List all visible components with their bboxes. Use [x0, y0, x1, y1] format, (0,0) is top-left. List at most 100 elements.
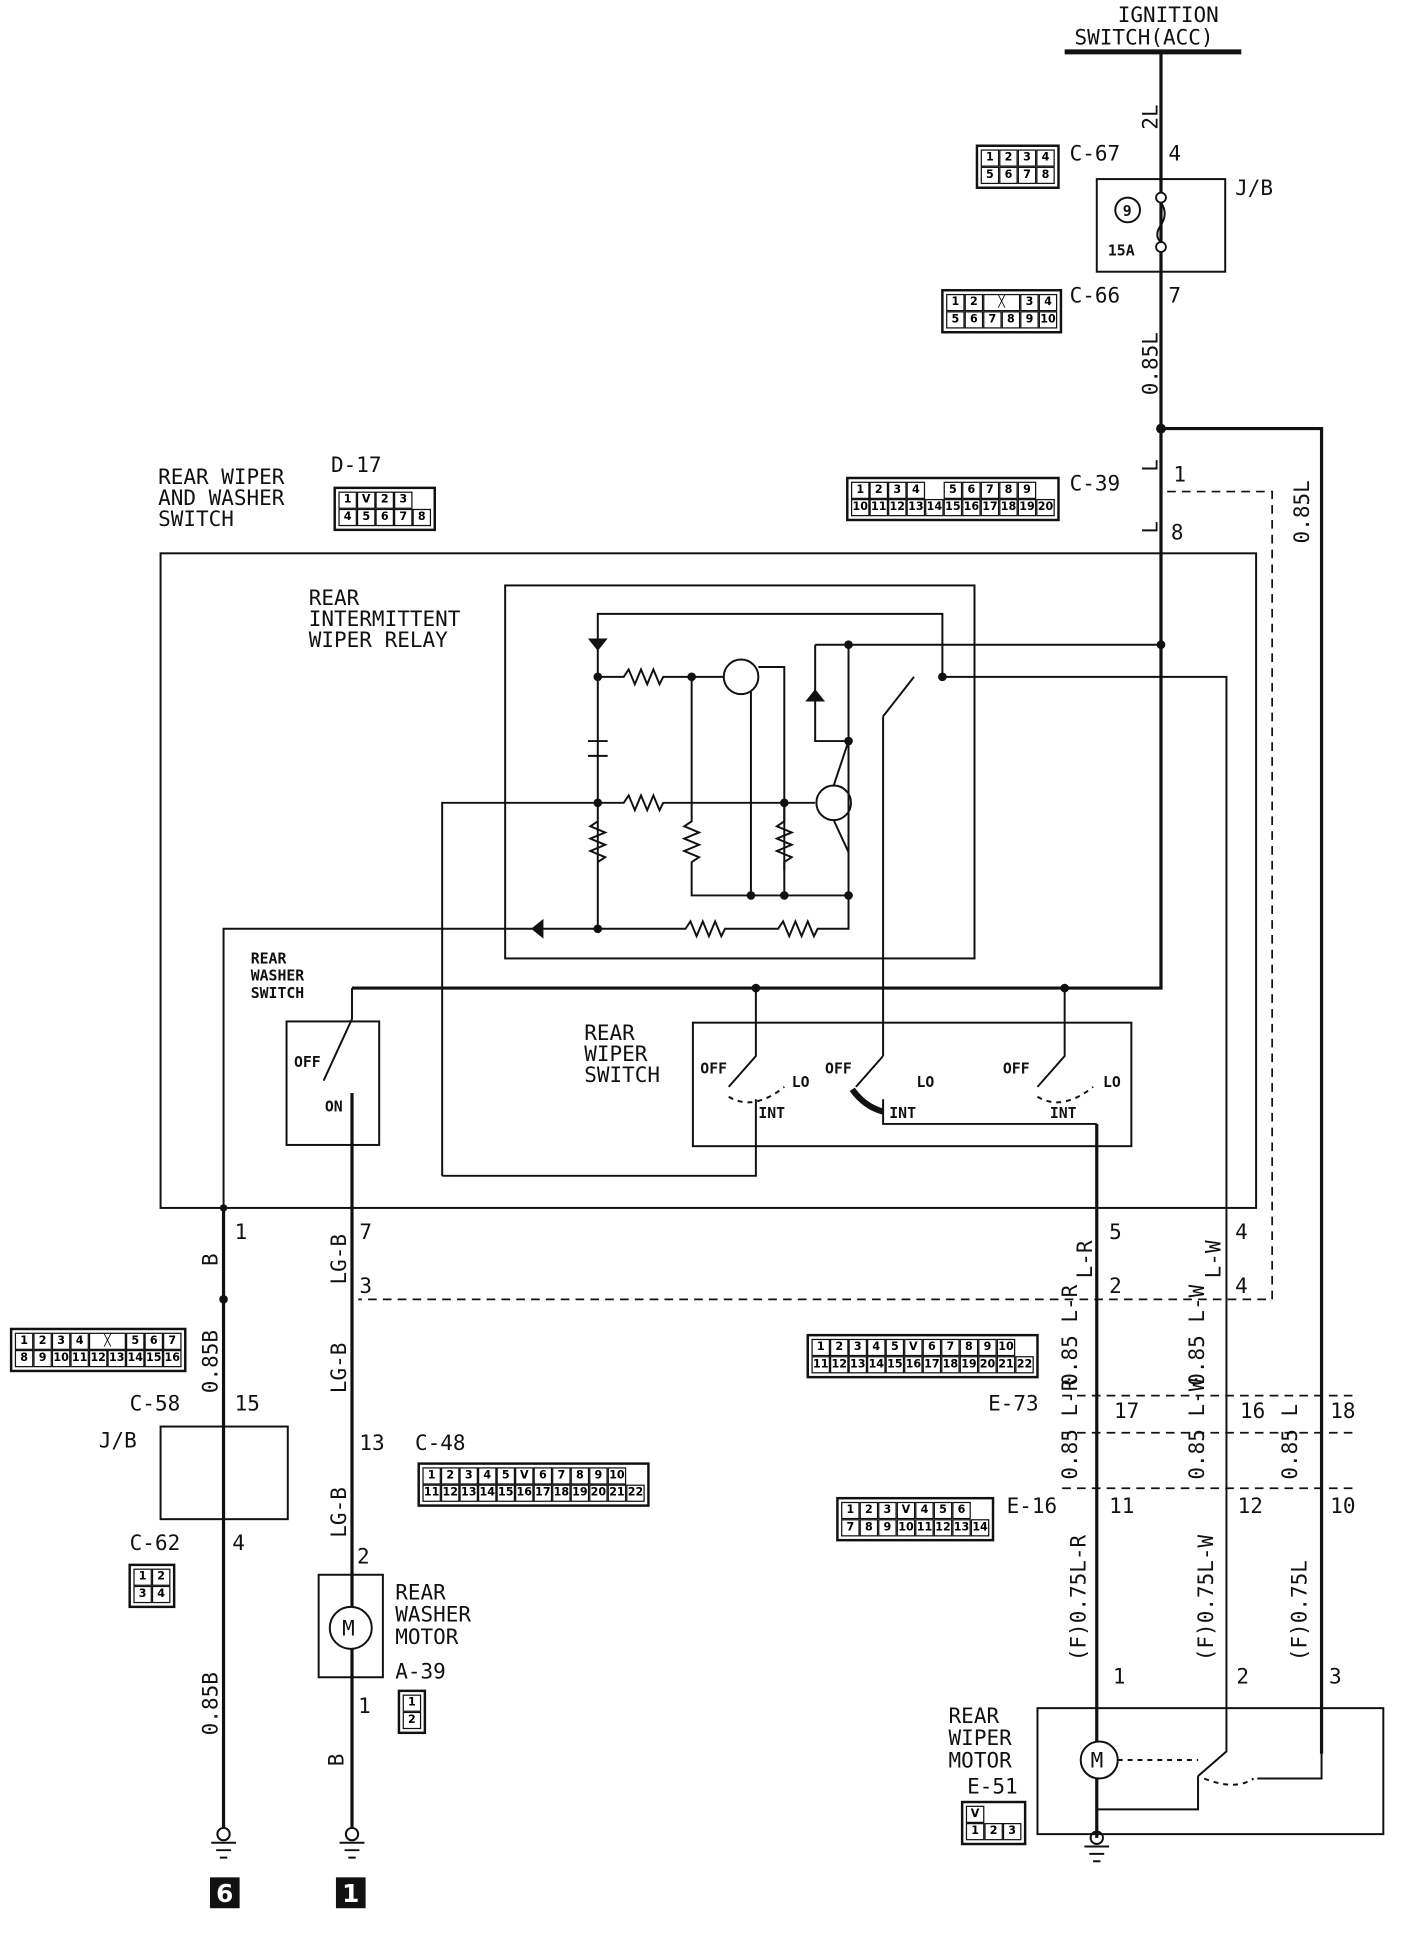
connector-label: E-16 [1007, 1494, 1058, 1518]
connector-pin: 2 [869, 481, 889, 499]
connector-lock-mark: V [515, 1467, 534, 1485]
ignition-label: IGNITION [1118, 3, 1219, 27]
motor-icon [328, 1605, 373, 1650]
connector-pin: 18 [552, 1484, 571, 1502]
motor-symbol: M [342, 1616, 355, 1640]
pin: 1 [235, 1220, 248, 1244]
wire-label: 0.85L [1290, 480, 1314, 543]
connector-pin: 9 [1020, 311, 1039, 329]
connector-pin: 2 [151, 1568, 171, 1586]
connector-pin: 5 [943, 481, 963, 499]
wiper-motor-box [1036, 1707, 1385, 1836]
wire-label: (F)0.75L-W [1194, 1535, 1218, 1662]
connector-pin: 4 [906, 481, 926, 499]
pin: 10 [1330, 1494, 1355, 1518]
connector-pin: 3 [848, 1338, 868, 1357]
connector-pin: 16 [163, 1349, 182, 1368]
wiper-switch-label: SWITCH [584, 1063, 660, 1087]
shield-dashed-line [358, 490, 1274, 1301]
connector-pin: 1 [850, 481, 870, 499]
connector-pin: 11 [422, 1484, 441, 1502]
connector-pin: 3 [878, 1501, 897, 1520]
connector-pin: 6 [952, 1501, 971, 1520]
pin: 13 [359, 1431, 384, 1455]
connector-pin: 19 [570, 1484, 590, 1502]
switch-position-int: INT [1050, 1105, 1077, 1122]
pin: 15 [235, 1391, 260, 1415]
connector-pin: 15 [496, 1484, 516, 1502]
wiper-switch-label: WIPER [584, 1042, 648, 1066]
connector-pin: 10 [607, 1467, 627, 1485]
connector-pin: 14 [125, 1349, 145, 1368]
fuse-element [1156, 202, 1166, 243]
pin: 7 [1168, 284, 1181, 308]
wire-label: 0.85B [198, 1672, 222, 1735]
switch-position-off: OFF [825, 1060, 852, 1077]
connector-pin: 18 [999, 498, 1018, 517]
washer-motor-label: WASHER [395, 1603, 471, 1627]
connector-pin: 7 [163, 1332, 182, 1350]
connector-label: E-73 [988, 1391, 1039, 1415]
connector-pin: 6 [964, 311, 984, 329]
connector-pin: 12 [829, 1356, 849, 1374]
wiper-motor-label: REAR [949, 1704, 1000, 1728]
switch-position-int: INT [889, 1105, 916, 1122]
connector-pin: 10 [1038, 311, 1058, 329]
connector-pin: 5 [356, 508, 376, 527]
connector-lock-mark: V [904, 1338, 923, 1357]
switch-position-lo: LO [916, 1074, 934, 1091]
pin: 4 [1168, 142, 1181, 166]
connector-pin: 2 [402, 1711, 422, 1730]
wire-label: LG-B [327, 1487, 351, 1538]
connector-pin: 5 [496, 1467, 516, 1485]
connector-pin: 6 [962, 481, 981, 499]
wire-label: L [1138, 459, 1162, 472]
connector-pin: 1 [946, 293, 965, 312]
pin: 17 [1114, 1399, 1139, 1423]
ground-ref-6: 6 [209, 1877, 240, 1909]
connector-pin: 11 [811, 1356, 830, 1374]
pin: 4 [1235, 1274, 1248, 1298]
connector-pin: 4 [338, 508, 357, 527]
pin: 2 [1109, 1274, 1122, 1298]
connector-pin: 20 [1036, 498, 1055, 517]
relay-circuit [222, 612, 1228, 1705]
wire-label: 0.85 L-W [1185, 1378, 1209, 1479]
connector-pin: 3 [888, 481, 907, 499]
connector-blank-cross: ╳ [88, 1332, 126, 1350]
wiper-motor-label: WIPER [949, 1726, 1013, 1750]
connector-pin: 1 [338, 491, 357, 509]
connector-pin: 8 [1001, 311, 1021, 329]
connector-lock-mark: V [356, 491, 376, 509]
connector-label: C-39 [1070, 471, 1121, 495]
ground-icon [1084, 1830, 1110, 1863]
switch-position-off: OFF [700, 1060, 727, 1077]
connector-pin: 8 [959, 1338, 979, 1357]
pin: 18 [1330, 1399, 1355, 1423]
pin: 4 [1235, 1220, 1248, 1244]
connector-pin: 5 [125, 1332, 145, 1350]
relay-label: WIPER RELAY [309, 628, 448, 652]
connector-label: C-48 [415, 1431, 466, 1455]
diode-icon [587, 638, 608, 651]
connector-pin: 7 [980, 481, 1000, 499]
ground-icon [339, 1826, 365, 1859]
washer-switch-box [285, 1020, 381, 1146]
wire-label: L-W [1201, 1240, 1225, 1278]
wiper-switch-label: REAR [584, 1021, 635, 1045]
assembly-label: AND WASHER [158, 486, 285, 510]
connector-pin: 14 [970, 1519, 990, 1537]
ground-ref-1: 1 [335, 1877, 366, 1909]
connector-pin: 14 [925, 498, 944, 517]
connector-lock-mark: V [965, 1805, 985, 1824]
washer-motor-box [317, 1573, 384, 1679]
connector-pin: 2 [964, 293, 984, 312]
connector-pin: 5 [885, 1338, 905, 1357]
